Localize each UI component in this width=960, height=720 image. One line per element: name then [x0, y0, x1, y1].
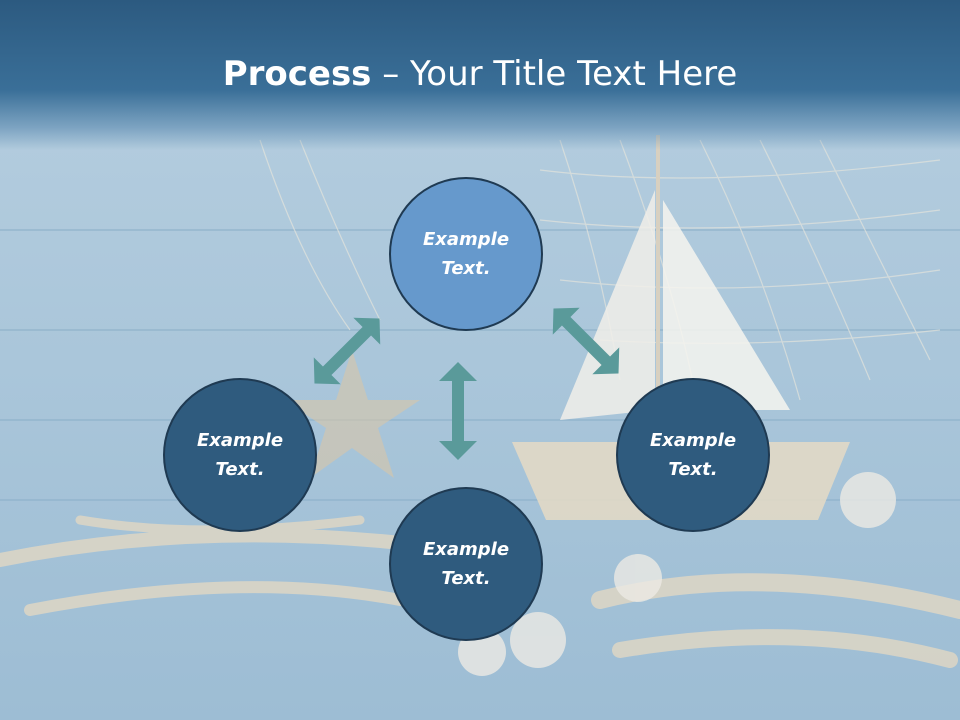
title-bar [0, 0, 960, 150]
title-rest: – Your Title Text Here [371, 54, 738, 94]
process-node-top[interactable]: Example Text. [389, 177, 543, 331]
process-node-right[interactable]: Example Text. [616, 378, 770, 532]
title-bold: Process [222, 54, 372, 94]
double-arrow-top-left [313, 317, 381, 385]
slide-title: Process – Your Title Text Here [0, 52, 960, 96]
double-arrow-top-right [552, 307, 620, 375]
process-node-bottom[interactable]: Example Text. [389, 487, 543, 641]
node-label: Example Text. [422, 229, 510, 279]
process-node-left[interactable]: Example Text. [163, 378, 317, 532]
node-label: Example Text. [422, 539, 510, 589]
node-label: Example Text. [649, 430, 737, 480]
double-arrow-vertical [439, 362, 477, 460]
node-label: Example Text. [196, 430, 284, 480]
